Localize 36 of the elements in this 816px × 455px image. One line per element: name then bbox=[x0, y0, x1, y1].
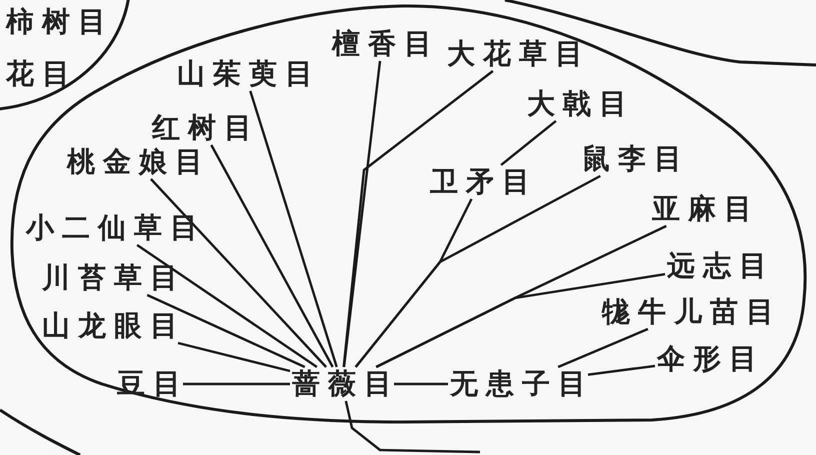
taxon-label: 牻牛儿苗目 bbox=[602, 296, 782, 328]
branch-line bbox=[183, 382, 290, 386]
branch-line bbox=[500, 120, 557, 166]
taxon-label: 大戟目 bbox=[527, 88, 635, 120]
taxon-label: 无患子目 bbox=[450, 368, 594, 400]
stem-line bbox=[344, 400, 480, 454]
branch-line bbox=[342, 70, 494, 368]
taxon-label: 远志目 bbox=[667, 250, 775, 282]
taxon-label: 伞形目 bbox=[657, 343, 765, 375]
branch-line bbox=[146, 294, 306, 368]
taxon-label: 川苔草目 bbox=[42, 262, 186, 294]
taxon-label: 山龙眼目 bbox=[42, 310, 186, 342]
taxon-label: 花目 bbox=[6, 58, 78, 90]
branch-line bbox=[178, 342, 290, 372]
taxon-label: 豆目 bbox=[117, 368, 189, 400]
taxon-label: 卫矛目 bbox=[430, 166, 538, 198]
branch-line bbox=[558, 328, 648, 368]
taxon-label: 山茱萸目 bbox=[177, 58, 321, 90]
branch-line bbox=[394, 382, 448, 386]
taxon-label: 亚麻目 bbox=[652, 193, 760, 225]
branch-line bbox=[376, 273, 666, 368]
branch-line bbox=[588, 364, 656, 376]
branch-line bbox=[249, 90, 338, 368]
branch-line bbox=[342, 60, 382, 368]
taxon-label: 小二仙草目 bbox=[26, 212, 206, 244]
taxon-label: 檀香目 bbox=[332, 28, 440, 60]
taxon-label: 鼠李目 bbox=[582, 143, 690, 175]
taxon-label: 蔷薇目 bbox=[292, 368, 400, 400]
taxon-label: 柿树目 bbox=[6, 6, 114, 38]
taxon-label: 红树目 bbox=[152, 112, 260, 144]
branch-line bbox=[136, 244, 318, 368]
branch-line bbox=[150, 178, 327, 368]
branch-line bbox=[354, 198, 473, 368]
branch-line bbox=[210, 144, 334, 368]
taxon-label: 大花草目 bbox=[447, 38, 591, 70]
taxon-label: 桃金娘目 bbox=[67, 146, 211, 178]
